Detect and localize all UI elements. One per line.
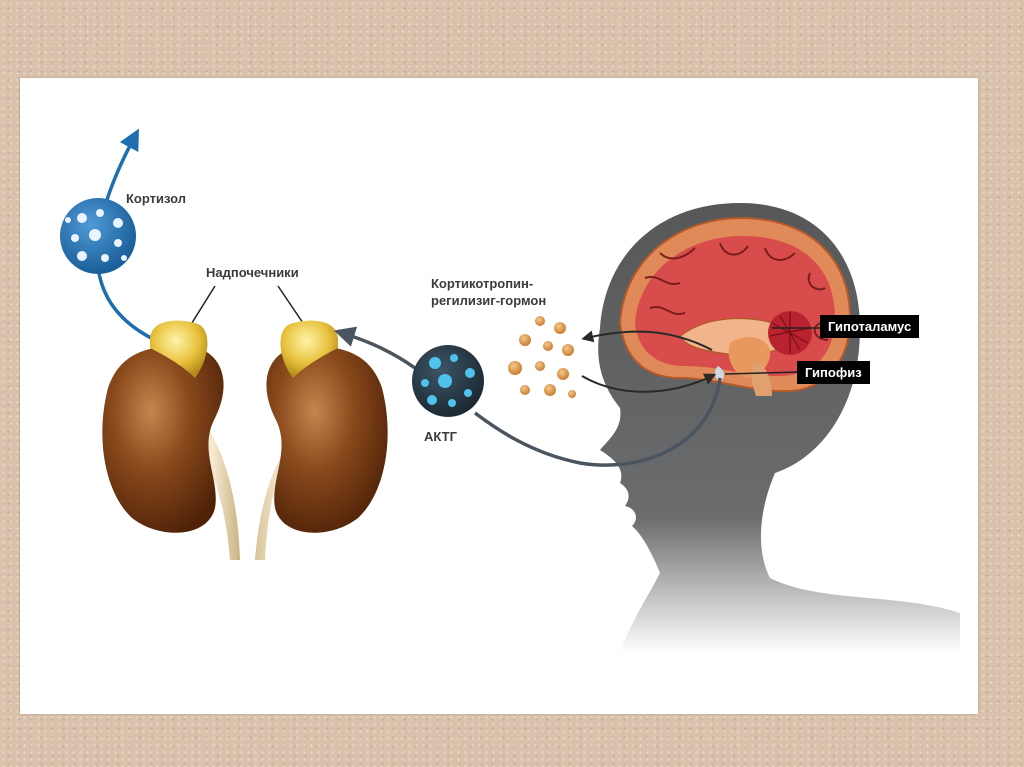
- right-ureter: [255, 418, 308, 560]
- brain: [618, 216, 852, 396]
- cortisol-label: Кортизол: [126, 191, 187, 206]
- adrenals-label: Надпочечники: [206, 265, 299, 280]
- hypothalamus-label: Гипоталамус: [820, 315, 920, 338]
- acth-arrow: [333, 326, 417, 370]
- crh-label-line2: регилизиг-гормон: [431, 293, 547, 308]
- pituitary-pointer: [724, 371, 801, 375]
- pituitary-label: Гипофиз: [797, 361, 870, 384]
- left-kidney: [102, 345, 224, 533]
- acth-molecule: [412, 345, 484, 417]
- diagram-canvas: [60, 128, 960, 653]
- crh-molecules: [508, 316, 576, 398]
- acth-label: АКТГ: [424, 429, 457, 444]
- cortisol-molecule: [60, 198, 136, 274]
- diagram-slide: Кортизол Надпочечники Кортикотропин- рег…: [20, 78, 978, 714]
- crh-label-line1: Кортикотропин-: [431, 276, 534, 291]
- left-adrenal-gland: [150, 320, 208, 378]
- adrenals-pointer-right: [277, 285, 306, 327]
- right-adrenal-gland: [280, 320, 338, 378]
- crh-to-pituitary-arrow: [581, 373, 717, 393]
- pituitary-to-acth-curve: [473, 377, 722, 467]
- left-ureter: [185, 418, 240, 560]
- adrenals-pointer-left: [189, 285, 216, 327]
- hypothalamus-to-crh-arrow: [581, 330, 713, 351]
- right-kidney: [266, 345, 388, 533]
